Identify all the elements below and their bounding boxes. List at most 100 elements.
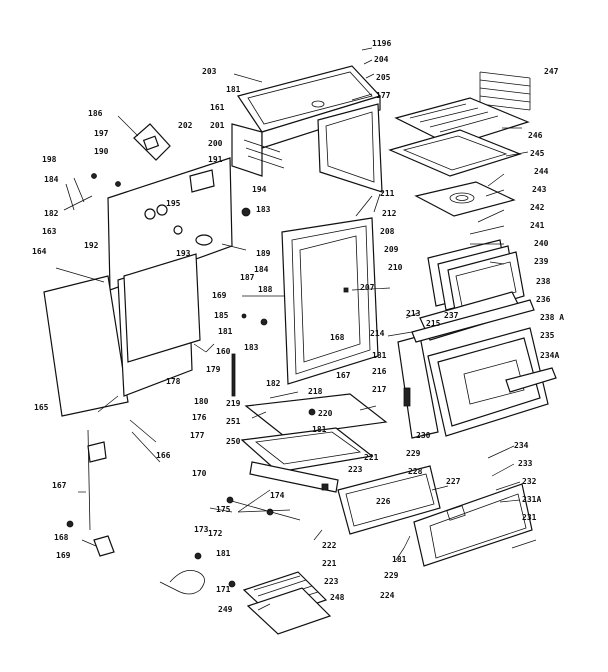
- label-249: 249: [218, 605, 233, 614]
- label-163: 163: [42, 227, 57, 236]
- cooktop-side-panel: [317, 103, 383, 193]
- label-174: 174: [270, 491, 285, 500]
- label-207: 207: [360, 283, 375, 292]
- label-181f: 181: [392, 555, 407, 564]
- label-181a: 181: [226, 85, 241, 94]
- label-200: 200: [208, 139, 223, 148]
- oven-front-frame: [281, 217, 379, 385]
- label-180: 180: [194, 397, 209, 406]
- label-232: 232: [522, 477, 537, 486]
- label-219: 219: [226, 399, 241, 408]
- label-210: 210: [388, 263, 403, 272]
- label-198: 198: [42, 155, 57, 164]
- label-181e: 181: [216, 549, 231, 558]
- label-179: 179: [206, 365, 221, 374]
- label-1196: 1196: [372, 39, 391, 48]
- label-223b: 223: [324, 577, 339, 586]
- label-231: 231: [522, 513, 537, 522]
- label-183b: 183: [244, 343, 259, 352]
- label-166: 166: [156, 451, 171, 460]
- drawer-front: [413, 483, 533, 567]
- label-173: 173: [194, 525, 209, 534]
- label-193: 193: [176, 249, 191, 258]
- label-251: 251: [226, 417, 241, 426]
- label-160: 160: [216, 347, 231, 356]
- label-191: 191: [208, 155, 223, 164]
- burner-box: [244, 393, 388, 437]
- label-194: 194: [252, 185, 267, 194]
- rear-back-panel: [107, 157, 233, 291]
- label-177: 177: [190, 431, 205, 440]
- label-237: 237: [444, 311, 459, 320]
- label-239: 239: [534, 257, 549, 266]
- drawer-body: [337, 465, 441, 535]
- label-167c: 226: [376, 497, 391, 506]
- part-labels: 1196 204 205 203 181 177 247 186 197 202…: [32, 39, 564, 614]
- cooktop-assembly: [231, 65, 383, 193]
- label-177a: 177: [376, 91, 391, 100]
- label-184: 184: [44, 175, 59, 184]
- broiler-pan-group: [388, 97, 530, 217]
- oven-door-group: [397, 239, 557, 439]
- label-224: 224: [380, 591, 395, 600]
- cooktop-front-lip: [231, 123, 263, 177]
- label-244: 244: [534, 167, 549, 176]
- label-202: 202: [178, 121, 193, 130]
- label-228: 228: [408, 467, 423, 476]
- label-182b: 182: [266, 379, 281, 388]
- label-247: 247: [544, 67, 559, 76]
- label-234a: 234A: [540, 351, 559, 360]
- ignition-parts: [63, 173, 121, 211]
- door-side-left: [397, 335, 439, 439]
- label-196: 169: [212, 291, 227, 300]
- label-221b: 221: [322, 559, 337, 568]
- broiler-pan: [394, 97, 530, 147]
- label-231a: 231A: [522, 495, 541, 504]
- label-181d: 181: [312, 425, 327, 434]
- label-230: 230: [416, 431, 431, 440]
- label-167: 167: [336, 371, 351, 380]
- label-168: 168: [330, 333, 345, 342]
- label-217: 217: [372, 385, 387, 394]
- label-229: 229: [406, 449, 421, 458]
- broiler-drawer-group: [240, 393, 537, 567]
- label-181b: 181: [218, 327, 233, 336]
- label-241: 241: [530, 221, 545, 230]
- label-223: 223: [348, 465, 363, 474]
- label-218: 218: [308, 387, 323, 396]
- label-238: 238: [536, 277, 551, 286]
- label-195: 195: [166, 199, 181, 208]
- label-170: 170: [192, 469, 207, 478]
- label-171: 171: [216, 585, 231, 594]
- label-203: 203: [202, 67, 217, 76]
- label-246: 246: [528, 131, 543, 140]
- label-183: 183: [256, 205, 271, 214]
- label-166b: 167: [52, 481, 67, 490]
- label-197: 197: [94, 129, 109, 138]
- label-182: 182: [44, 209, 59, 218]
- oven-bottom: [240, 427, 374, 473]
- label-186: 186: [88, 109, 103, 118]
- label-242: 242: [530, 203, 545, 212]
- label-175: 175: [216, 505, 231, 514]
- label-220: 220: [318, 409, 333, 418]
- label-165: 165: [34, 403, 49, 412]
- label-235: 235: [540, 331, 555, 340]
- label-209: 209: [384, 245, 399, 254]
- label-229b: 229: [384, 571, 399, 580]
- rear-rack-group: [479, 71, 531, 111]
- label-240: 240: [534, 239, 549, 248]
- label-248: 248: [330, 593, 345, 602]
- oven-frame: [205, 193, 381, 397]
- label-181c: 181: [372, 351, 387, 360]
- label-245: 245: [530, 149, 545, 158]
- label-189: 189: [256, 249, 271, 258]
- label-214: 214: [370, 329, 385, 338]
- burner-plate: [414, 181, 516, 217]
- label-169: 169: [56, 551, 71, 560]
- kick-panel: [249, 461, 339, 493]
- label-190: 190: [94, 147, 109, 156]
- label-236: 236: [536, 295, 551, 304]
- label-164: 164: [32, 247, 47, 256]
